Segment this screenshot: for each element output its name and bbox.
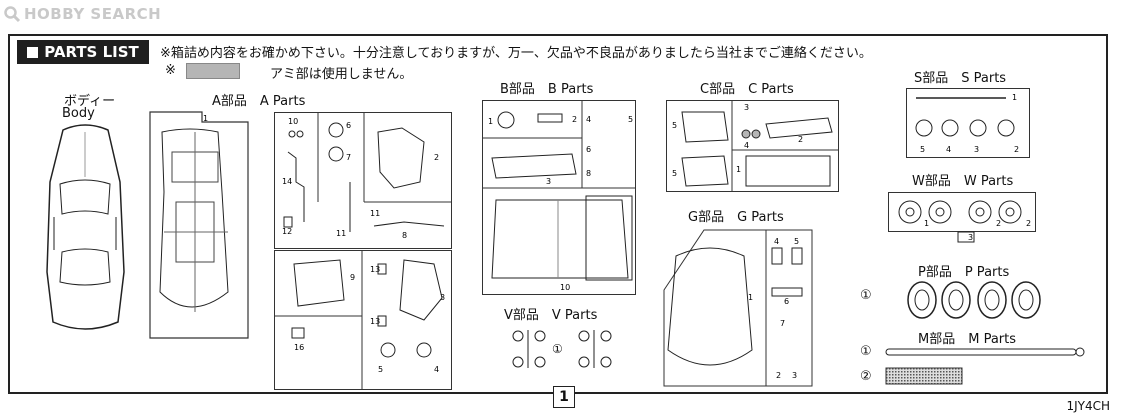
magnifier-icon [4,6,21,23]
mesh-swatch [186,63,240,79]
svg-text:16: 16 [294,343,304,352]
s-parts-frame [906,88,1030,158]
svg-text:13: 13 [370,265,380,274]
metal-shaft-drawing [885,347,1085,357]
tires-drawing [907,281,1041,319]
body-label-jp: ボディー [64,94,116,109]
svg-text:3: 3 [440,293,445,302]
svg-text:8: 8 [586,169,591,178]
check-contents-note: ※箱詰め内容をお確かめ下さい。十分注意しておりますが、万一、欠品や不良品がありま… [160,46,872,61]
m-parts-qty-2: ② [860,369,872,384]
svg-text:6: 6 [586,145,591,154]
svg-text:3: 3 [968,233,973,242]
svg-text:10: 10 [560,283,570,292]
svg-text:3: 3 [546,177,551,186]
svg-text:2: 2 [1026,219,1031,228]
s-parts-label: S部品 S Parts [914,71,1007,86]
brand-name: HOBBY SEARCH [24,5,162,23]
g-parts-label: G部品 G Parts [688,210,784,225]
g-parts-drawing: 1 4 5 6 7 2 3 [663,229,813,387]
p-parts-qty: ① [860,288,872,303]
mesh-note-mark: ※ [165,63,176,78]
parts-list-badge: PARTS LIST [17,40,149,64]
svg-text:1: 1 [203,114,208,123]
svg-text:1: 1 [736,165,741,174]
svg-text:4: 4 [434,365,439,374]
v-parts-qty: ① [552,342,563,356]
svg-text:7: 7 [346,153,351,162]
mesh-note: アミ部は使用しません。 [270,67,413,82]
a-parts-top-drawing: 10 14 12 6 7 2 11 11 8 [282,112,452,240]
svg-text:4: 4 [744,141,749,150]
b-parts-label: B部品 B Parts [500,82,594,97]
svg-text:3: 3 [744,103,749,112]
s-parts-drawing: 1 5 4 3 2 [915,93,1019,154]
parts-list-title: PARTS LIST [44,43,139,61]
svg-text:7: 7 [780,319,785,328]
w-parts-drawing: 1 2 2 3 [898,200,1031,243]
svg-text:2: 2 [434,153,439,162]
svg-text:5: 5 [672,169,677,178]
svg-text:1: 1 [748,293,753,302]
svg-text:5: 5 [628,115,633,124]
svg-text:2: 2 [1014,145,1019,154]
svg-text:11: 11 [370,209,380,218]
svg-text:3: 3 [792,371,797,380]
svg-text:6: 6 [346,121,351,130]
mesh-part-drawing [885,367,963,385]
b-parts-drawing: 1 2 3 4 5 6 8 10 [482,100,636,292]
body-label-en: Body [62,106,95,121]
m-parts-qty-1: ① [860,344,872,359]
svg-text:1: 1 [924,219,929,228]
a-parts-bottom-drawing: 9 16 13 13 3 5 4 [274,250,445,390]
c-parts-label: C部品 C Parts [700,82,794,97]
sheet-code: 1JY4CH [1066,399,1110,413]
svg-text:10: 10 [288,117,298,126]
c-parts-drawing: 5 5 3 4 2 1 [672,100,839,192]
svg-text:5: 5 [672,121,677,130]
car-body-drawing [46,124,125,330]
svg-text:5: 5 [378,365,383,374]
svg-text:14: 14 [282,177,292,186]
svg-text:1: 1 [1012,93,1017,102]
a-parts-frame-top [274,112,452,249]
square-bullet-icon [27,46,39,58]
chassis-part-a1: 1 [149,111,249,339]
c-parts-frame [666,100,839,192]
svg-text:5: 5 [920,145,925,154]
v-parts-label: V部品 V Parts [504,308,598,323]
svg-text:2: 2 [776,371,781,380]
svg-text:5: 5 [794,237,799,246]
v-parts-drawing [512,330,612,368]
svg-text:13: 13 [370,317,380,326]
svg-text:12: 12 [282,227,292,236]
w-parts-label: W部品 W Parts [912,174,1014,189]
m-parts-label: M部品 M Parts [918,332,1017,347]
svg-text:9: 9 [350,273,355,282]
svg-text:4: 4 [946,145,951,154]
svg-text:2: 2 [572,115,577,124]
svg-text:11: 11 [336,229,346,238]
svg-text:4: 4 [774,237,779,246]
p-parts-label: P部品 P Parts [918,265,1010,280]
svg-text:2: 2 [798,135,803,144]
svg-text:8: 8 [402,231,407,240]
svg-text:6: 6 [784,297,789,306]
a-parts-frame-bottom [274,250,452,390]
page-number: 1 [553,386,575,408]
svg-text:3: 3 [974,145,979,154]
hobby-search-logo: HOBBY SEARCH [4,4,161,24]
svg-text:1: 1 [488,117,493,126]
b-parts-frame [482,100,636,295]
a-parts-label: A部品 A Parts [212,94,306,109]
svg-text:4: 4 [586,115,591,124]
svg-text:2: 2 [996,219,1001,228]
